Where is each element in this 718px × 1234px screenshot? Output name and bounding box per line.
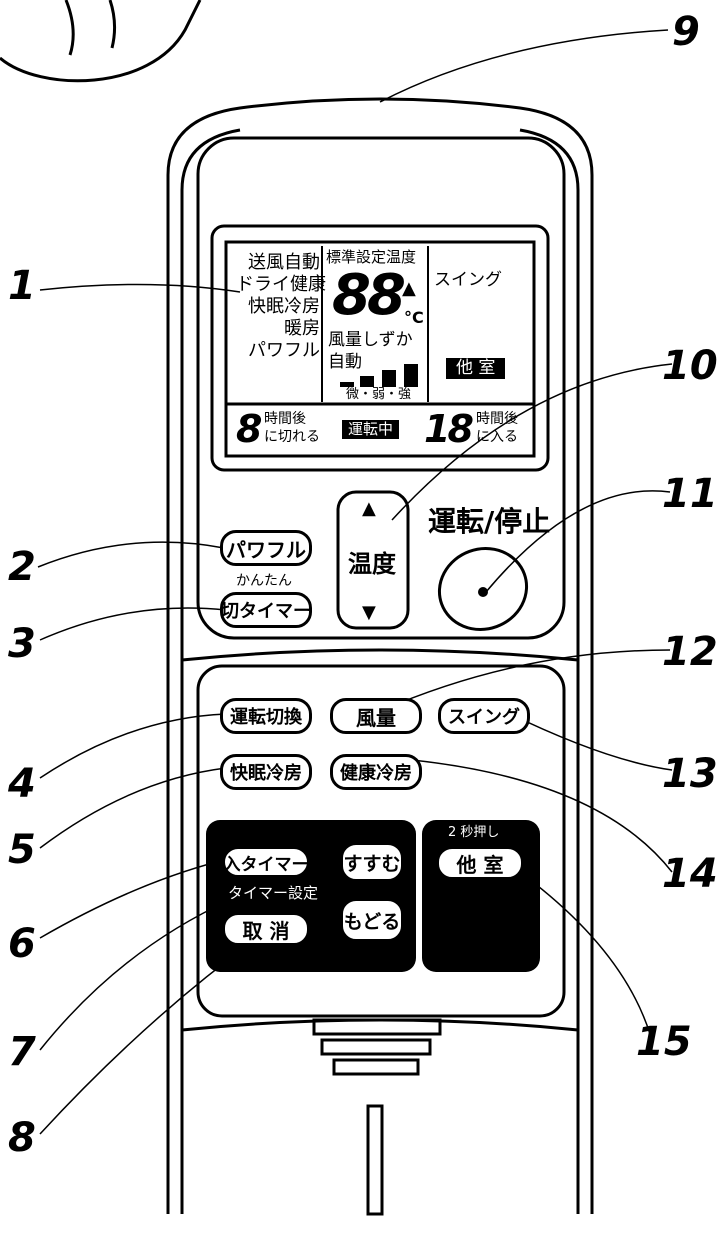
callout-2: 2 <box>8 544 36 590</box>
callout-14: 14 <box>662 851 718 897</box>
forward-button[interactable]: すすむ <box>340 842 404 882</box>
health-cool-button[interactable]: 健康冷房 <box>330 754 422 790</box>
callout-11: 11 <box>662 471 718 517</box>
timer-setting-label: タイマー設定 <box>228 884 319 902</box>
lcd-off-timer-hours: 8 <box>236 407 263 451</box>
leader-15 <box>499 857 651 1035</box>
remote-body-outline <box>166 97 594 1214</box>
upper-panel <box>196 136 566 640</box>
lcd-temp-digits: 88 <box>332 263 406 328</box>
temp-label: 温度 <box>348 550 396 578</box>
lcd-on-timer-text-1: 時間後 <box>476 411 518 427</box>
leader-5 <box>39 767 227 849</box>
lcd-auto-label: 自動 <box>328 352 362 372</box>
lcd-other-room: 他 室 <box>446 358 506 379</box>
lcd-fan-label: 風量しずか <box>328 330 413 350</box>
leader-3 <box>39 607 227 641</box>
temp-down-button[interactable]: ▼ <box>362 602 376 623</box>
lcd-running: 運転中 <box>342 420 400 439</box>
lcd-mode-list: 送風自動 ドライ健康 快眠冷房 暖房 パワフル <box>236 252 326 362</box>
start-stop-label: 運転/停止 <box>428 505 551 538</box>
lcd-screen <box>224 240 536 458</box>
callout-13: 13 <box>662 751 718 797</box>
leader-7 <box>39 899 231 1051</box>
callout-10: 10 <box>662 343 718 389</box>
vent-1 <box>312 1018 442 1036</box>
temp-up-button[interactable]: ▲ <box>362 498 376 519</box>
lcd-swing: スイング <box>434 270 502 290</box>
callout-1: 1 <box>8 263 36 309</box>
lcd-on-timer-hours: 18 <box>424 407 474 451</box>
callout-3: 3 <box>8 621 36 667</box>
start-stop-dot <box>478 587 488 597</box>
lower-panel <box>196 664 566 1018</box>
leader-12 <box>377 649 671 713</box>
lcd-setting-label: 標準設定温度 <box>326 248 417 266</box>
callout-5: 5 <box>8 827 36 873</box>
temp-rocker <box>336 490 410 630</box>
callout-12: 12 <box>662 629 718 675</box>
leader-1 <box>39 283 241 293</box>
other-room-panel <box>422 820 540 972</box>
detail-circle-arc <box>0 0 202 83</box>
cancel-button[interactable]: 取 消 <box>222 912 310 946</box>
on-timer-button[interactable]: 入タイマー <box>222 846 310 878</box>
other-room-button[interactable]: 他 室 <box>436 846 524 880</box>
callout-4: 4 <box>8 761 36 807</box>
hold-2s-caption: 2 秒押し <box>448 825 500 840</box>
remote-body-inner-left <box>180 128 241 1214</box>
detail-circle-line-2 <box>108 0 117 49</box>
lcd-mode-heat: 暖房 <box>284 318 320 339</box>
leader-11 <box>485 490 671 593</box>
leader-10 <box>391 363 673 521</box>
callout-6: 6 <box>8 921 36 967</box>
lcd-triangle: ▲ <box>402 278 416 299</box>
lcd-frame <box>210 224 550 472</box>
lower-panel-edge <box>181 648 579 662</box>
start-stop-ring <box>437 547 529 631</box>
leader-9 <box>379 29 669 103</box>
sleep-cool-button[interactable]: 快眠冷房 <box>220 754 312 790</box>
leader-8 <box>39 861 377 1135</box>
vent-3 <box>332 1058 420 1076</box>
swing-button[interactable]: スイング <box>438 698 530 734</box>
lcd-temp-unit: °C <box>404 308 424 327</box>
easy-timer-caption: かんたん <box>236 573 292 589</box>
off-timer-button[interactable]: 切タイマー <box>220 592 312 628</box>
slot <box>366 1104 384 1216</box>
callout-7: 7 <box>8 1029 36 1075</box>
remote-body-inner-right <box>519 128 580 1214</box>
callout-8: 8 <box>8 1115 36 1161</box>
lcd-mode-dry: ドライ健康 <box>236 274 326 295</box>
vent-2 <box>320 1038 432 1056</box>
lcd-off-timer-text-2: に切れる <box>264 429 320 445</box>
start-stop-button[interactable] <box>440 550 528 630</box>
leader-2 <box>37 541 225 568</box>
lcd-fan-levels: 微・弱・強 <box>346 387 412 402</box>
lcd-mode-powerful: パワフル <box>248 340 320 361</box>
leader-4 <box>39 713 227 779</box>
lcd-mode-sleep-cool: 快眠冷房 <box>248 296 320 317</box>
leader-14 <box>411 759 673 873</box>
powerful-button[interactable]: パワフル <box>220 530 312 566</box>
back-button[interactable]: もどる <box>340 898 404 942</box>
mode-switch-button[interactable]: 運転切換 <box>220 698 312 734</box>
lcd-mode-fan-auto: 送風自動 <box>248 252 320 273</box>
leader-6 <box>39 857 233 939</box>
callout-15: 15 <box>636 1019 692 1065</box>
lcd-off-timer-text-1: 時間後 <box>264 411 306 427</box>
detail-circle-line-1 <box>64 0 75 56</box>
fan-speed-button[interactable]: 風量 <box>330 698 422 734</box>
callout-9: 9 <box>672 9 700 55</box>
lcd-on-timer-text-2: に入る <box>476 429 518 445</box>
